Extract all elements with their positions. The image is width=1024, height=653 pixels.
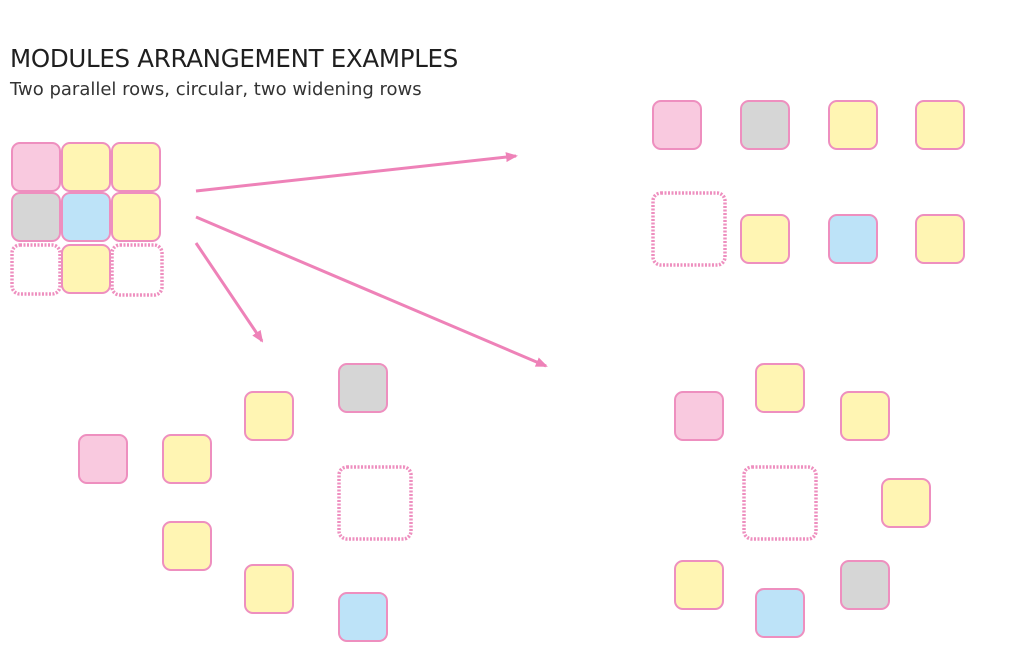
- page-subtitle: Two parallel rows, circular, two widenin…: [10, 79, 422, 100]
- module-empty-slot: [110, 243, 164, 297]
- circular-arrangement: [674, 363, 931, 638]
- module-yellow: [111, 142, 161, 192]
- module-pink: [652, 100, 702, 150]
- module-yellow: [244, 564, 294, 614]
- module-yellow: [755, 363, 805, 413]
- module-yellow: [828, 100, 878, 150]
- module-empty-slot: [337, 465, 413, 541]
- module-yellow: [881, 478, 931, 528]
- parallel-rows-arrangement: [651, 100, 965, 267]
- module-gray: [840, 560, 890, 610]
- module-pink: [674, 391, 724, 441]
- source-module-grid: [10, 142, 164, 297]
- module-yellow: [840, 391, 890, 441]
- module-yellow: [61, 244, 111, 294]
- module-pink: [78, 434, 128, 484]
- module-blue: [61, 192, 111, 242]
- arrow-to-widening-rows: [195, 215, 548, 368]
- arrow-to-parallel-rows: [195, 152, 518, 193]
- module-blue: [828, 214, 878, 264]
- arrows: [194, 152, 548, 368]
- module-pink: [11, 142, 61, 192]
- module-yellow: [244, 391, 294, 441]
- module-gray: [11, 192, 61, 242]
- module-empty-slot: [10, 243, 62, 296]
- module-yellow: [915, 100, 965, 150]
- module-yellow: [111, 192, 161, 242]
- module-yellow: [740, 214, 790, 264]
- module-empty-slot: [742, 465, 818, 541]
- module-yellow: [162, 521, 212, 571]
- module-yellow: [915, 214, 965, 264]
- page-title: MODULES ARRANGEMENT EXAMPLES: [10, 44, 458, 73]
- module-yellow: [162, 434, 212, 484]
- module-blue: [755, 588, 805, 638]
- widening-rows-arrangement: [78, 363, 413, 642]
- module-blue: [338, 592, 388, 642]
- arrow-to-circular: [194, 242, 264, 343]
- module-empty-slot: [651, 191, 727, 267]
- module-gray: [338, 363, 388, 413]
- module-yellow: [674, 560, 724, 610]
- module-gray: [740, 100, 790, 150]
- module-yellow: [61, 142, 111, 192]
